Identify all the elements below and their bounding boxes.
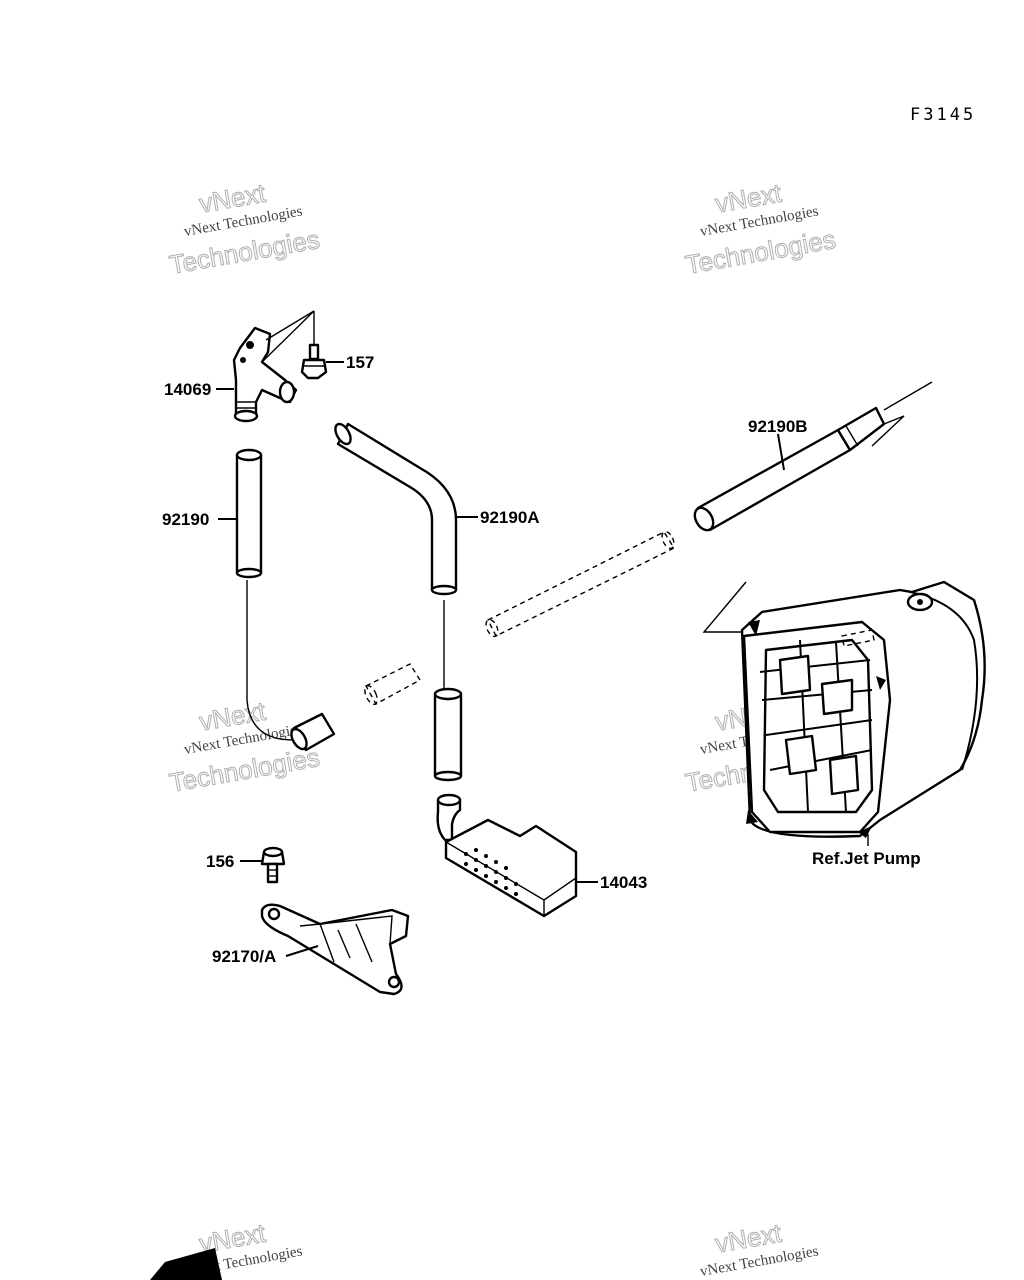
filter-grille — [464, 848, 518, 896]
part-92170a-bracket[interactable] — [260, 903, 410, 996]
part-157-bolt[interactable] — [300, 343, 328, 380]
short-hose-piece[interactable] — [288, 712, 336, 752]
watermark-top-left: vNext vNext Technologies Technologies — [167, 177, 323, 280]
label-156: 156 — [206, 852, 234, 871]
dashed-hose-piece — [364, 663, 421, 706]
lower-hose-segment[interactable] — [433, 687, 463, 782]
label-92170a: 92170/A — [212, 947, 276, 966]
watermark-top-right: vNext vNext Technologies Technologies — [683, 177, 839, 280]
front-arrow-icon — [150, 1248, 222, 1280]
leader-line — [871, 415, 905, 447]
leader-line — [883, 381, 933, 411]
label-jet-pump: Ref.Jet Pump — [812, 849, 921, 868]
connection-line — [246, 580, 294, 741]
label-92190b: 92190B — [748, 417, 808, 436]
leader-line — [777, 433, 785, 471]
leader-line — [261, 310, 315, 363]
label-14069: 14069 — [164, 380, 211, 399]
part-92190b-hose[interactable] — [691, 406, 886, 533]
leader-line — [285, 945, 319, 957]
watermark-bottom-right: vNext vNext Technologies — [699, 1217, 820, 1280]
leader-line — [702, 581, 747, 633]
jet-pump-housing[interactable] — [740, 580, 986, 838]
label-92190: 92190 — [162, 510, 209, 529]
label-157: 157 — [346, 353, 374, 372]
part-92190a-hose[interactable] — [332, 421, 458, 596]
label-92190a: 92190A — [480, 508, 540, 527]
dashed-routing-hose — [485, 530, 676, 638]
leader-line — [265, 310, 315, 341]
label-14043: 14043 — [600, 873, 647, 892]
diagram-code: F3145 — [910, 105, 976, 125]
part-156-bolt[interactable] — [260, 846, 286, 884]
part-14043-filter[interactable] — [436, 793, 578, 918]
part-92190-hose[interactable] — [235, 448, 263, 579]
part-14069-fitting[interactable] — [232, 326, 298, 423]
